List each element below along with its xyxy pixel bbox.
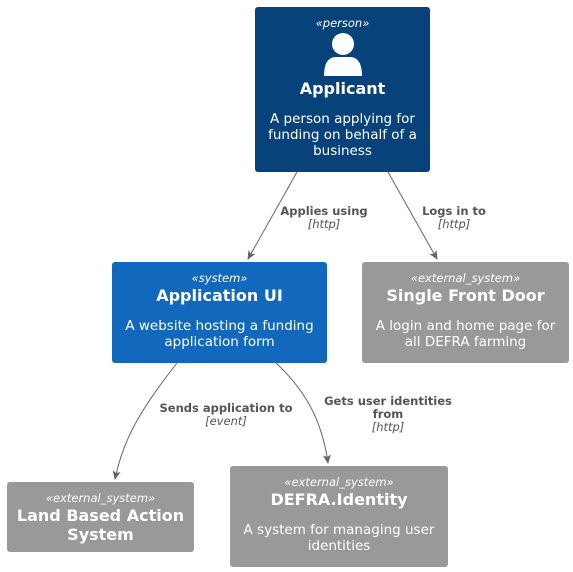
- applicant-description-line: funding on behalf of a: [268, 127, 417, 143]
- applicant-stereotype: «person»: [315, 16, 370, 30]
- application-ui-description-line: A website hosting a funding: [125, 318, 314, 334]
- edge-technology: [http]: [437, 217, 471, 231]
- edge-technology: [event]: [205, 414, 247, 428]
- edge-label-text: Sends application to: [159, 401, 293, 415]
- land-based-action-title-line: Land Based Action: [16, 506, 185, 525]
- defra-identity-description-line: identities: [307, 538, 371, 554]
- edge-technology: [http]: [307, 217, 341, 231]
- single-front-door-description-line: all DEFRA farming: [404, 334, 527, 350]
- edge-label-text: from: [372, 407, 404, 421]
- land-based-action-title-line: System: [67, 525, 134, 544]
- application-ui-description-line: application form: [164, 334, 275, 350]
- node-single-front-door[interactable]: «external_system» Single Front Door A lo…: [362, 262, 569, 363]
- edge-technology: [http]: [371, 420, 405, 434]
- edge-logs-in-to: [387, 171, 438, 260]
- defra-identity-stereotype: «external_system»: [284, 475, 394, 489]
- single-front-door-title: Single Front Door: [386, 286, 545, 305]
- person-icon: [323, 33, 362, 76]
- node-defra-identity[interactable]: «external_system» DEFRA.Identity A syste…: [230, 466, 448, 567]
- edge-gets-identities: [275, 362, 331, 464]
- edge-label-text: Applies using: [280, 204, 368, 218]
- edge-applies-using: [247, 171, 298, 260]
- edge-label-logs-in-to: Logs in to [http]: [404, 205, 504, 231]
- edge-label-sends-application: Sends application to [event]: [146, 402, 306, 428]
- applicant-description-line: business: [313, 143, 372, 159]
- defra-identity-description-line: A system for managing user: [243, 522, 435, 538]
- edge-label-text: Gets user identities: [324, 394, 452, 408]
- application-ui-stereotype: «system»: [191, 271, 248, 285]
- edge-label-gets-identities: Gets user identities from [http]: [308, 395, 468, 434]
- node-applicant[interactable]: «person» Applicant A person applying for…: [255, 7, 430, 172]
- applicant-title: Applicant: [299, 79, 386, 98]
- application-ui-title: Application UI: [156, 286, 283, 305]
- land-based-action-stereotype: «external_system»: [45, 491, 156, 505]
- applicant-description-line: A person applying for: [270, 111, 415, 127]
- node-application-ui[interactable]: «system» Application UI A website hostin…: [112, 262, 327, 363]
- defra-identity-title: DEFRA.Identity: [270, 490, 408, 509]
- single-front-door-stereotype: «external_system»: [410, 271, 521, 285]
- single-front-door-description-line: A login and home page for: [375, 318, 556, 334]
- edge-label-text: Logs in to: [422, 204, 486, 218]
- edge-sends-application: [112, 362, 178, 480]
- edge-label-applies-using: Applies using [http]: [264, 205, 384, 231]
- node-land-based-action-system[interactable]: «external_system» Land Based Action Syst…: [7, 482, 194, 552]
